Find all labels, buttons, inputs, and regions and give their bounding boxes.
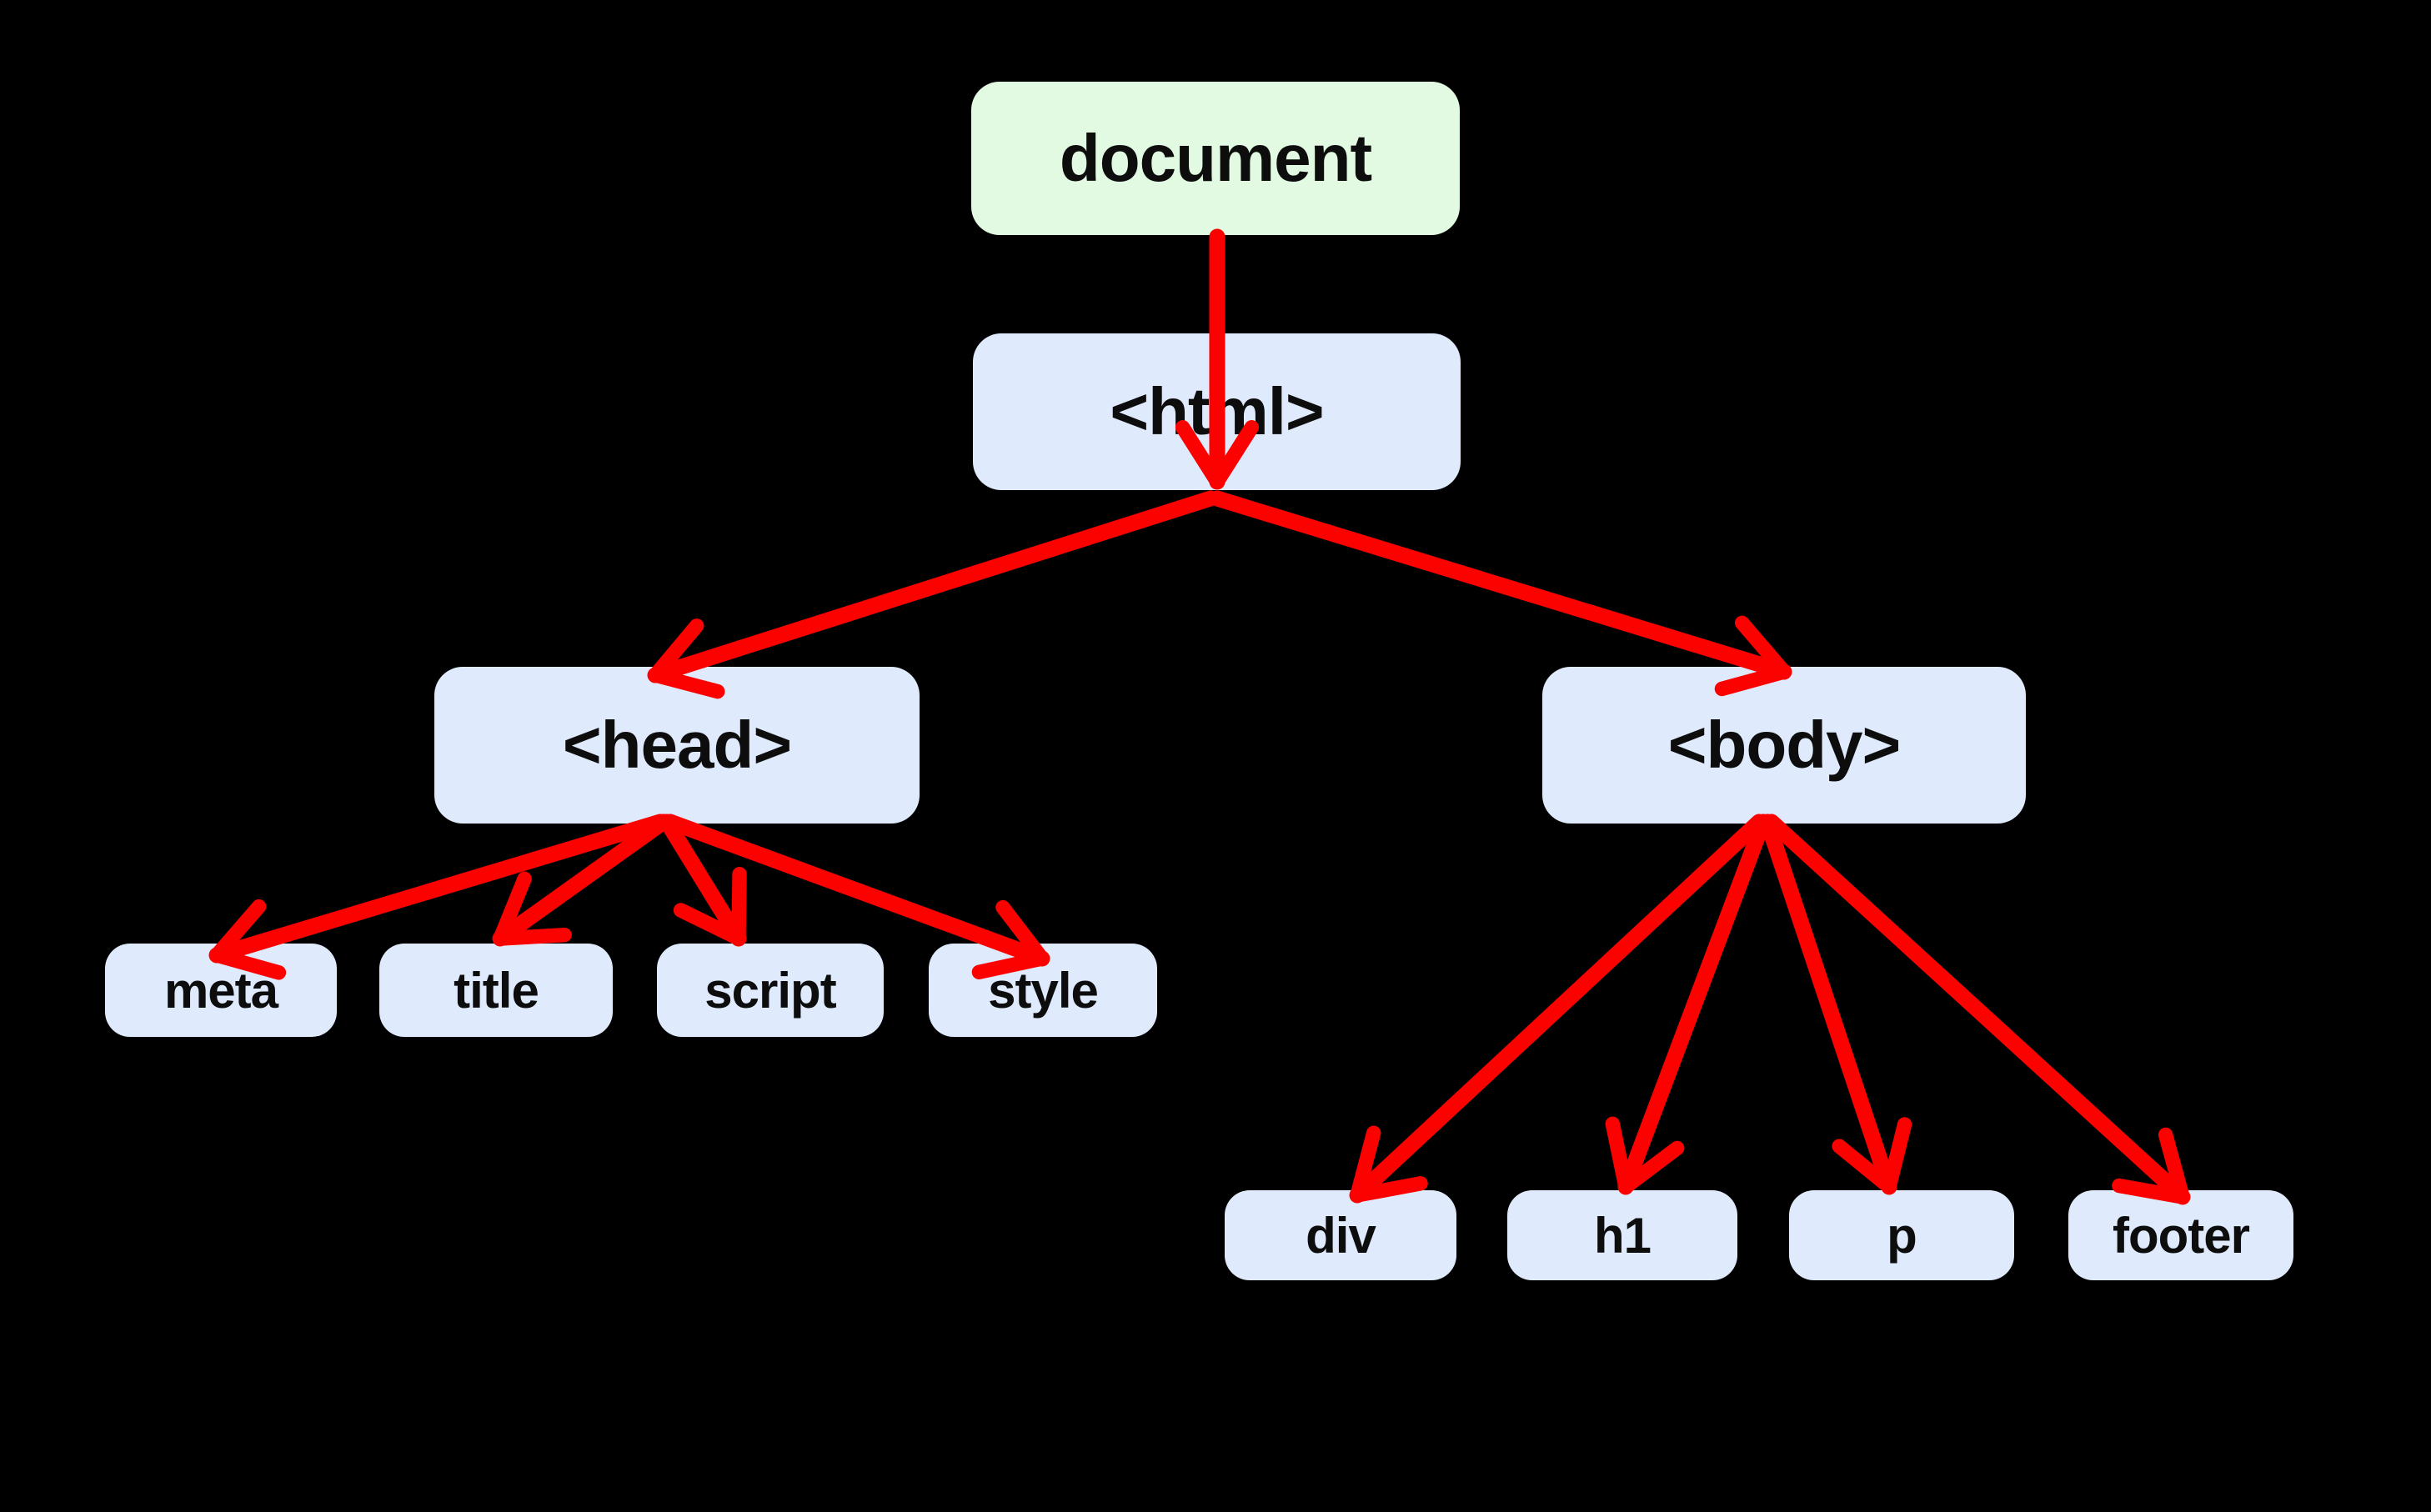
node-label: meta <box>163 962 278 1019</box>
node-label: h1 <box>1593 1207 1652 1264</box>
node-label: title <box>454 962 539 1019</box>
node-label: <html> <box>1110 374 1324 448</box>
node-p: p <box>1789 1190 2014 1280</box>
node-body: <body> <box>1542 667 2026 824</box>
node-title: title <box>379 944 613 1037</box>
node-div: div <box>1225 1190 1456 1280</box>
node-footer: footer <box>2068 1190 2293 1280</box>
node-label: script <box>704 962 836 1019</box>
node-html: <html> <box>973 333 1461 490</box>
node-label: footer <box>2113 1207 2250 1264</box>
node-h1: h1 <box>1507 1190 1737 1280</box>
node-label: style <box>988 962 1099 1019</box>
node-meta: meta <box>105 944 337 1037</box>
node-script: script <box>657 944 884 1037</box>
node-label: <head> <box>562 708 792 782</box>
node-head: <head> <box>434 667 920 824</box>
node-label: div <box>1306 1207 1376 1264</box>
node-label: <body> <box>1667 708 1902 782</box>
node-label: document <box>1059 121 1372 195</box>
node-style: style <box>929 944 1157 1037</box>
node-label: p <box>1887 1207 1917 1264</box>
node-document: document <box>971 82 1460 235</box>
